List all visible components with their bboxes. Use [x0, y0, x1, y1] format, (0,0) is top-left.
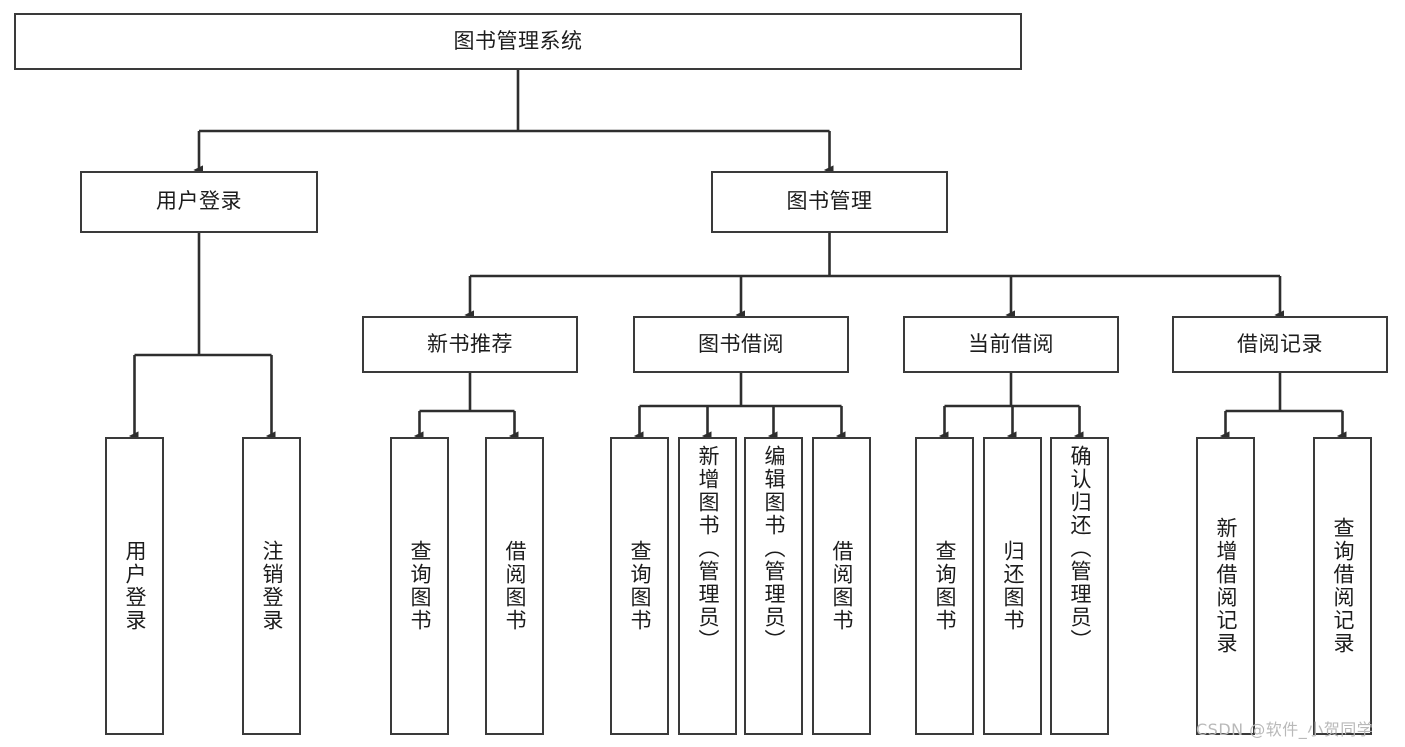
node-l2_0[interactable]: 用户登录 [80, 171, 318, 233]
node-l3_2[interactable]: 当前借阅 [903, 316, 1119, 373]
node-leaf_7[interactable]: 借阅图书 [812, 437, 871, 735]
node-label-l3_1: 图书借阅 [698, 331, 784, 356]
node-leaf_6[interactable]: 编辑图书（管理员） [744, 437, 803, 735]
node-label-l2_1: 图书管理 [786, 189, 873, 214]
node-label-l3_0: 新书推荐 [427, 331, 513, 356]
node-label-leaf_0: 用户登录 [123, 540, 147, 632]
node-leaf_5[interactable]: 新增图书（管理员） [678, 437, 737, 735]
node-leaf_9[interactable]: 归还图书 [983, 437, 1042, 735]
node-root[interactable]: 图书管理系统 [14, 13, 1022, 70]
edge-group [128, 70, 1347, 441]
node-label-leaf_2: 查询图书 [408, 540, 432, 632]
node-label-leaf_10: 确认归还（管理员） [1068, 445, 1092, 652]
node-label-root: 图书管理系统 [453, 28, 583, 53]
node-label-leaf_12: 查询借阅记录 [1331, 517, 1355, 655]
node-l3_1[interactable]: 图书借阅 [633, 316, 849, 373]
node-l3_3[interactable]: 借阅记录 [1172, 316, 1388, 373]
node-label-leaf_4: 查询图书 [628, 540, 652, 632]
node-leaf_10[interactable]: 确认归还（管理员） [1050, 437, 1109, 735]
node-label-leaf_3: 借阅图书 [503, 540, 527, 632]
node-leaf_8[interactable]: 查询图书 [915, 437, 974, 735]
node-leaf_3[interactable]: 借阅图书 [485, 437, 544, 735]
node-label-l2_0: 用户登录 [156, 189, 242, 214]
node-label-leaf_9: 归还图书 [1001, 540, 1025, 632]
node-leaf_4[interactable]: 查询图书 [610, 437, 669, 735]
node-l3_0[interactable]: 新书推荐 [362, 316, 578, 373]
node-leaf_11[interactable]: 新增借阅记录 [1196, 437, 1255, 735]
node-label-l3_3: 借阅记录 [1237, 331, 1323, 356]
node-leaf_12[interactable]: 查询借阅记录 [1313, 437, 1372, 735]
node-label-leaf_7: 借阅图书 [830, 540, 854, 632]
node-label-leaf_8: 查询图书 [933, 540, 957, 632]
node-label-leaf_6: 编辑图书（管理员） [762, 445, 786, 652]
node-leaf_0[interactable]: 用户登录 [105, 437, 164, 735]
node-label-leaf_11: 新增借阅记录 [1214, 517, 1238, 655]
node-leaf_2[interactable]: 查询图书 [390, 437, 449, 735]
node-l2_1[interactable]: 图书管理 [711, 171, 948, 233]
node-label-leaf_1: 注销登录 [260, 540, 284, 632]
node-label-leaf_5: 新增图书（管理员） [696, 445, 720, 652]
node-label-l3_2: 当前借阅 [968, 331, 1054, 356]
node-leaf_1[interactable]: 注销登录 [242, 437, 301, 735]
